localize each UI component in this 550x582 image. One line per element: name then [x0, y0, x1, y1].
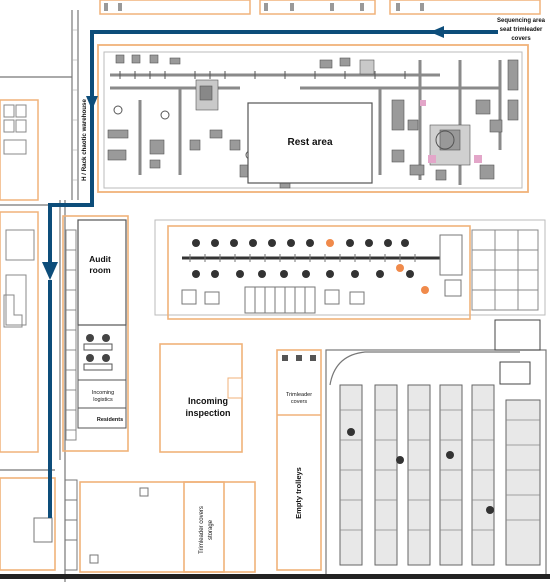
sequencing-area-label-line3: covers	[511, 36, 531, 42]
top-equipment	[107, 54, 519, 189]
main-building-inner	[103, 51, 523, 189]
audit-column-ticks	[66, 249, 76, 431]
warehouse-label: H / Rack chaotic warehouse	[81, 99, 88, 181]
left-edge-grid	[3, 104, 35, 328]
audit-column	[62, 215, 129, 452]
material-flow-arrow	[42, 26, 498, 518]
audit-room-label-line1: Audit	[89, 254, 111, 264]
middle-area-outline	[154, 219, 546, 320]
incoming-inspection-label-line2: inspection	[185, 408, 230, 418]
middle-racks	[181, 234, 463, 314]
lower-right-lanes	[339, 384, 541, 566]
incoming-logistics-label-line1: Incoming	[92, 390, 114, 396]
trimleader-covers-storage-label-line2: storage	[208, 519, 214, 540]
audit-desks	[86, 334, 110, 362]
top-room-fixtures	[104, 3, 424, 11]
incoming-inspection-alcove	[227, 377, 243, 399]
audit-desk-tables	[83, 343, 113, 371]
middle-right-equipment	[471, 229, 539, 311]
trimleader-covers-storage-label-line1: Trimleader covers	[199, 506, 205, 554]
lower-right-stations	[494, 319, 541, 385]
rest-area-label: Rest area	[287, 137, 332, 148]
residents-label: Residents	[97, 417, 123, 423]
lower-left-fixtures	[33, 479, 149, 571]
trolley-column-dots	[282, 355, 316, 361]
incoming-inspection-label-line1: Incoming	[188, 396, 228, 406]
lower-right-lane-ticks	[340, 409, 540, 531]
left-edge-rooms	[0, 99, 39, 453]
middle-orange-dots	[326, 239, 429, 294]
middle-conveyor-ticks	[189, 254, 416, 262]
sequencing-area-label-line2: seat trimleader	[500, 27, 543, 33]
lower-right-workers	[347, 428, 494, 514]
top-conveyor-ticks	[119, 71, 406, 79]
main-building-top	[97, 44, 529, 193]
trolley-column	[276, 349, 322, 571]
sequencing-area-label-line1: Sequencing area	[497, 18, 546, 24]
empty-trolleys-label: Empty trolleys	[294, 467, 303, 519]
top-rooms	[99, 0, 541, 15]
lower-left-rooms	[0, 477, 256, 573]
trimleader-covers-label-line2: covers	[291, 399, 307, 405]
trimleader-covers-label-line1: Trimleader	[286, 392, 312, 398]
bottom-boundary	[0, 574, 550, 579]
incoming-logistics-label-line2: logistics	[93, 397, 113, 403]
left-column-hatching	[72, 29, 78, 181]
rest-area-room	[247, 102, 373, 184]
middle-machines	[192, 239, 414, 278]
audit-room-label-line2: room	[89, 265, 111, 275]
top-highlight-marks	[420, 100, 482, 163]
